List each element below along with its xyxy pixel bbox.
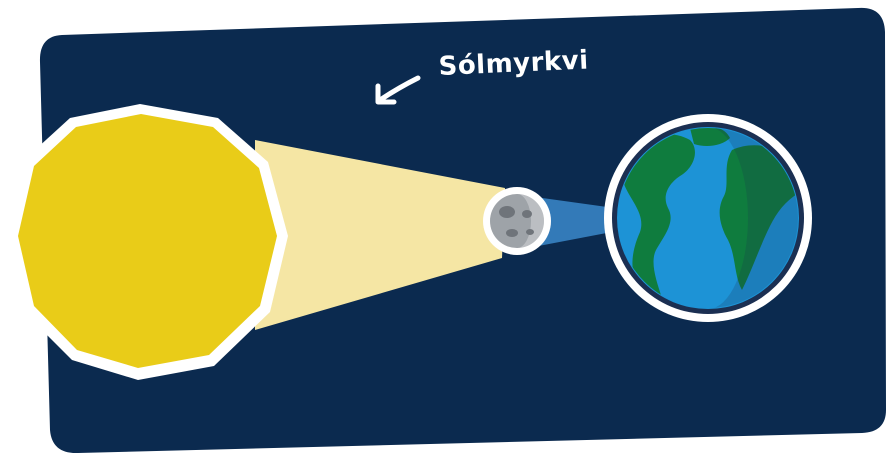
moon-crater [522,210,532,218]
moon-crater [526,229,534,235]
moon-crater [506,229,518,237]
earth-landmass [618,133,695,298]
moon-icon [483,187,551,255]
earth-landmass [719,145,798,290]
earth-landmass [690,128,730,146]
earth-night-side [708,128,798,308]
curved-arrow-icon [375,75,421,105]
arrow-head [375,83,397,105]
moon-crater [499,206,515,218]
moon-light-side [517,194,544,248]
sun-body [18,114,277,368]
earth-icon [604,114,812,322]
sun-icon [6,104,288,380]
arrow-shaft [377,75,421,103]
sunlight-beam [255,140,505,330]
